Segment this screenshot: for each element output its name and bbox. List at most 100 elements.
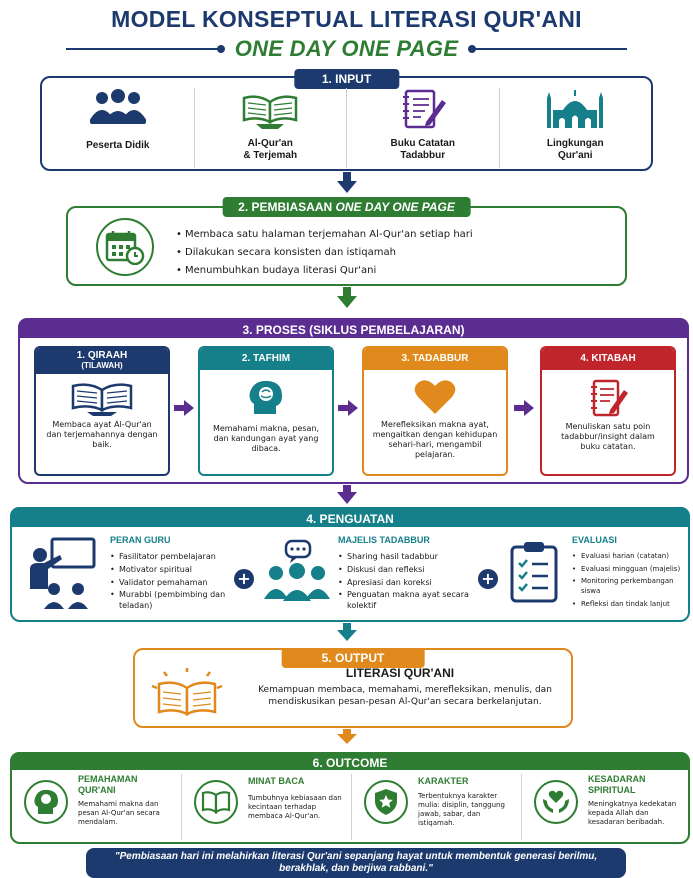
output-section: 5. OUTPUT LITERASI QUR'ANI Kemampuan mem… [133,648,573,728]
outcome-section: 6. OUTCOME PEMAHAMAN QUR'ANI Memahami ma… [10,752,690,844]
output-text: Kemampuan membaca, memahami, merefleksik… [258,685,552,707]
input-item-notebook: Buku Catatan Tadabbur [347,88,500,168]
book-icon-wrap [194,780,238,824]
majelis-list: Sharing hasil tadabbur Diskusi dan refle… [338,550,478,611]
divider-line [468,45,628,53]
open-book-icon [71,383,133,416]
plus-icon: + [478,569,498,589]
plus-icon: + [234,569,254,589]
notebook-icon [402,89,446,129]
majelis-item: Apresiasi dan koreksi [338,576,478,589]
outcome-item-interest: MINAT BACA Tumbuhnya kebiasaan dan kecin… [192,774,352,840]
head-brain-icon [34,789,58,814]
outcome-title: KESADARAN SPIRITUAL [588,774,646,795]
input-item-label: Buku Catatan Tadabbur [390,138,455,161]
outcome-title: KARAKTER [418,776,469,786]
guru-item: Motivator spiritual [110,563,238,576]
reinforce-section: 4. PENGUATAN PERAN GURU Fasilitator pemb… [10,507,690,622]
reinforce-header: 4. PENGUATAN [306,512,394,526]
flow-arrow-head [337,492,357,504]
step-title: 1. QIRAAH [76,350,128,361]
habit-header-prefix: 2. PEMBIASAAN [238,200,336,214]
step-title: 2. TAFHIM [241,353,291,364]
input-section: 1. INPUT Peserta Didik Al-Qur'an & Terje… [40,69,653,171]
glowing-book-icon [151,668,223,717]
mosque-icon [547,90,604,128]
head-brain-icon-wrap [24,780,68,824]
habit-header: 2. PEMBIASAAN ONE DAY ONE PAGE [222,197,471,217]
notebook-pen-icon [591,379,628,417]
step-title-band: 2. TAFHIM [200,348,332,370]
majelis-item: Sharing hasil tadabbur [338,550,478,563]
arrow-right-icon [514,400,534,416]
input-item-quran: Al-Qur'an & Terjemah [195,88,347,168]
divider-line [65,45,225,53]
flow-arrow [343,623,351,631]
brain-head-icon [249,380,282,414]
calendar-icon [105,231,145,265]
outcome-item-character: KARAKTER Terbentuknya karakter mulia: di… [362,774,522,840]
arrow-right-icon [338,400,358,416]
habit-section: 2. PEMBIASAAN ONE DAY ONE PAGE Membaca s… [66,197,627,286]
step-subtitle: (TILAWAH) [81,361,123,370]
process-header: 3. PROSES (SIKLUS PEMBELAJARAN) [242,323,465,337]
majelis-item: Penguatan makna ayat secara kolektif [338,589,478,611]
step-title: 3. TADABBUR [401,353,469,364]
input-item-label: Peserta Didik [86,140,150,151]
step-title-band: 3. TADABBUR [364,348,506,370]
closing-quote: "Pembiasaan hari ini melahirkan literasi… [86,848,626,878]
evaluasi-item: Monitoring perkembangan siswa [572,576,688,596]
book-icon [201,791,231,814]
habit-bullet: Dilakukan secara konsisten dan istiqamah [176,244,473,262]
discussion-group-icon [264,539,330,601]
step-text: Merefleksikan makna ayat, mengaitkan den… [372,420,498,459]
flow-arrow-head [337,296,357,308]
outcome-item-understanding: PEMAHAMAN QUR'ANI Memahami makna dan pes… [22,774,182,840]
outcome-text: Meningkatnya kedekatan kepada Allah dan … [588,800,677,826]
flow-arrow-head [337,734,357,744]
guru-item: Validator pemahaman [110,576,238,589]
evaluasi-list: Evaluasi harian (catatan) Evaluasi mingg… [572,550,688,611]
outcome-item-spiritual: KESADARAN SPIRITUAL Meningkatnya kedekat… [532,774,688,840]
outcome-text: Terbentuknya karakter mulia: disiplin, t… [418,792,505,827]
outcome-title: MINAT BACA [248,776,305,786]
evaluasi-item: Evaluasi harian (catatan) [572,550,688,563]
majelis-item: Diskusi dan refleksi [338,563,478,576]
output-title: LITERASI QUR'ANI [345,666,455,680]
guru-item: Murabbi (pembimbing dan teladan) [110,589,238,611]
flow-arrow [343,729,351,735]
evaluasi-title: EVALUASI [572,535,617,545]
outcome-title: PEMAHAMAN QUR'ANI [78,774,138,795]
output-header: 5. OUTPUT [281,648,425,668]
evaluasi-item: Evaluasi mingguan (majelis) [572,563,688,576]
reinforce-header-band [10,507,690,527]
page-subtitle: ONE DAY ONE PAGE [234,36,459,61]
flow-arrow-head [337,630,357,641]
process-step-kitabah: 4. KITABAH Menuliskan satu poin tadabbur… [540,346,676,476]
outcome-header-band [10,752,690,770]
outcome-header: 6. OUTCOME [312,756,388,770]
calendar-icon-wrap [96,218,154,276]
habit-header-italic: ONE DAY ONE PAGE [335,200,455,214]
step-title: 4. KITABAH [580,353,636,364]
input-item-mosque: Lingkungan Qur'ani [500,88,652,168]
guru-list: Fasilitator pembelajaran Motivator spiri… [110,550,238,611]
teacher-icon [30,537,96,609]
process-step-tadabbur: 3. TADABBUR Merefleksikan makna ayat, me… [362,346,508,476]
outcome-text: Tumbuhnya kebiasaan dan kecintaan terhad… [248,794,342,820]
input-header: 1. INPUT [293,69,400,89]
input-item-students: Peserta Didik [42,88,195,168]
step-title-band: 1. QIRAAH (TILAWAH) [36,348,168,374]
process-header-band [18,318,689,338]
majelis-title: MAJELIS TADABBUR [338,535,430,545]
shield-star-icon-wrap [364,780,408,824]
step-text: Menuliskan satu poin tadabbur/insight da… [561,422,655,451]
heart-icon [414,380,456,414]
flow-arrow-head [337,181,357,193]
guru-item: Fasilitator pembelajaran [110,550,238,563]
quran-icon [243,95,298,129]
input-item-label: Al-Qur'an & Terjemah [243,138,298,161]
habit-bullets: Membaca satu halaman terjemahan Al-Qur'a… [176,226,473,280]
process-section: 3. PROSES (SIKLUS PEMBELAJARAN) 1. QIRAA… [18,318,689,484]
step-title-band: 4. KITABAH [542,348,674,370]
